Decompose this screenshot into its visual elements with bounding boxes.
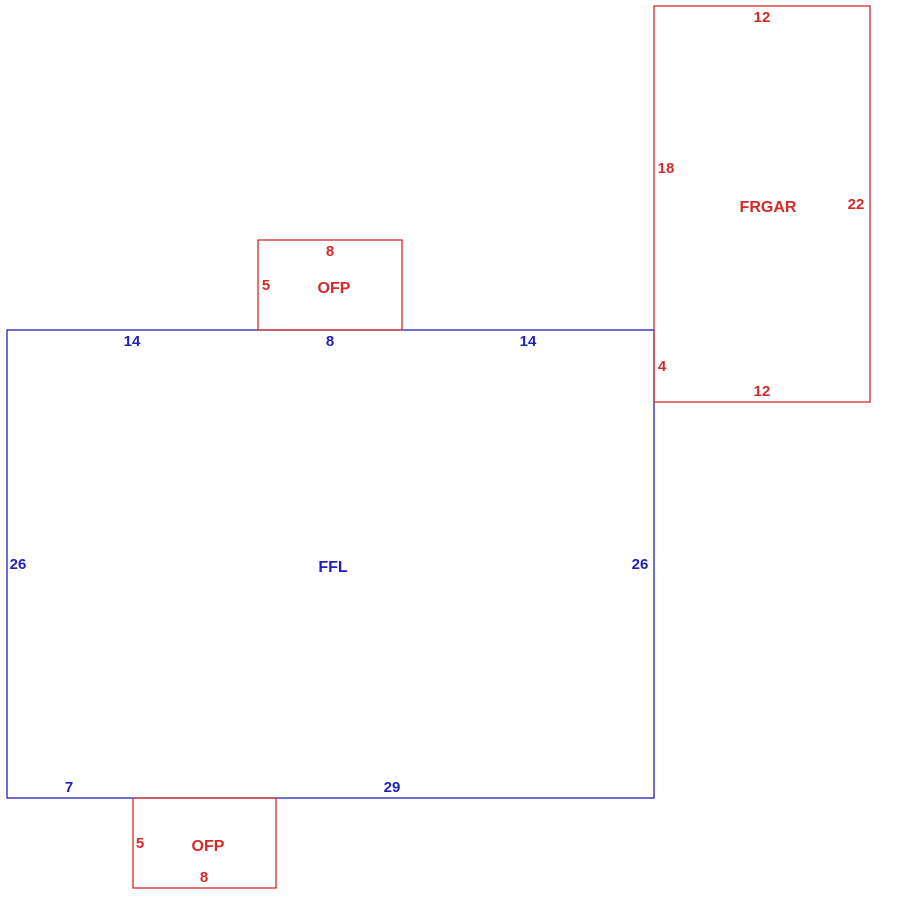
porch-top-outline	[257, 239, 403, 331]
main-dim-top-left: 14	[124, 333, 141, 350]
porch-top-dim-top: 8	[326, 243, 334, 260]
garage-outline	[653, 5, 871, 403]
porch-top-label: OFP	[318, 280, 351, 297]
main-dim-left: 26	[10, 556, 27, 573]
area-garage: FRGAR 12 18 22 4 12	[653, 5, 871, 403]
garage-dim-right: 22	[848, 196, 865, 213]
porch-top-dim-left: 5	[262, 277, 270, 294]
porch-bottom-outline	[132, 797, 277, 889]
garage-dim-top: 12	[754, 9, 771, 26]
area-porch-top: OFP 8 5	[257, 239, 403, 331]
main-dim-bottom-left: 7	[65, 779, 73, 796]
area-porch-bottom: OFP 5 8	[132, 797, 277, 889]
garage-dim-bottom: 12	[754, 383, 771, 400]
porch-bottom-label: OFP	[192, 838, 225, 855]
main-dim-bottom-right: 29	[384, 779, 401, 796]
garage-dim-left-upper: 18	[658, 160, 675, 177]
main-dim-right: 26	[632, 556, 649, 573]
garage-label: FRGAR	[740, 199, 797, 216]
area-main: FFL 14 8 14 26 26 7 29	[6, 329, 655, 799]
porch-bottom-dim-left: 5	[136, 835, 144, 852]
porch-bottom-dim-bottom: 8	[200, 869, 208, 886]
main-dim-top-right: 14	[520, 333, 537, 350]
main-label: FFL	[318, 559, 348, 576]
garage-dim-left-lower: 4	[658, 358, 667, 375]
main-dim-top-mid: 8	[326, 333, 334, 350]
